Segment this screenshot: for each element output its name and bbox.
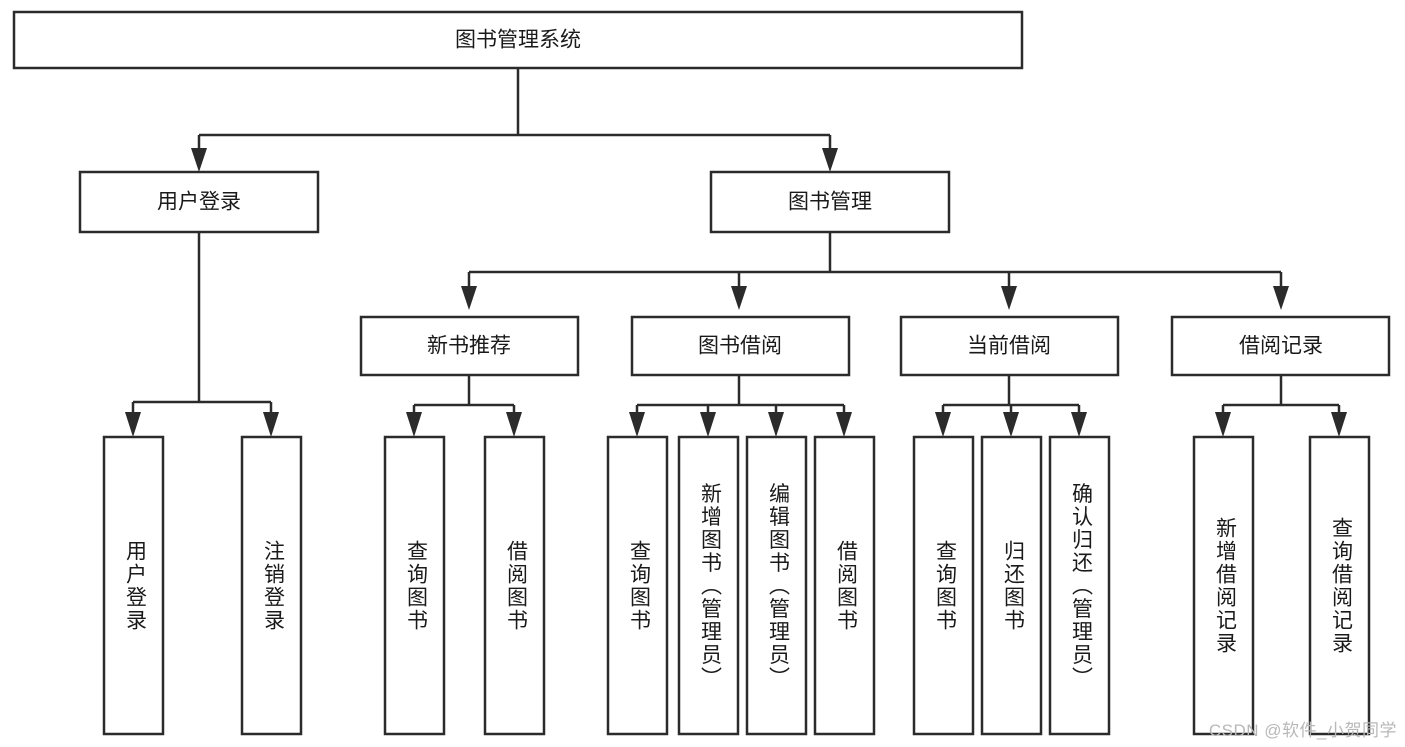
leaf-label-borrow-book: 借阅图书	[834, 540, 858, 632]
node-borrow-record-box[interactable]	[1170, 315, 1391, 377]
node-user-login-label: 用户登录	[157, 191, 241, 214]
leaf-label-borrow-books-recommend: 借阅图书	[504, 540, 528, 632]
leaf-box-add-book-admin[interactable]	[677, 435, 740, 736]
leaf-label-query-books-borrow: 查询图书	[627, 540, 651, 632]
node-book-borrow-box[interactable]	[630, 315, 851, 377]
leaf-box-logout[interactable]	[240, 435, 303, 736]
connector-borrowrecord-to-leaves	[1215, 375, 1347, 437]
connector-userlogin-to-leaves	[125, 232, 279, 437]
connector-bookmgmt-to-level3	[461, 232, 1289, 310]
node-book-borrow[interactable]: 图书借阅	[630, 315, 851, 377]
node-root-box[interactable]	[12, 10, 1024, 70]
leaf-label-query-books-recommend: 查询图书	[404, 540, 428, 632]
leaf-box-query-books-recommend[interactable]	[383, 435, 446, 736]
leaf-box-confirm-return-admin[interactable]	[1048, 435, 1111, 736]
leaf-box-query-borrow-record[interactable]	[1308, 435, 1371, 736]
node-current-borrow-label: 当前借阅	[967, 335, 1051, 358]
leaf-box-borrow-book[interactable]	[813, 435, 876, 736]
leaf-label-add-book-admin: 新增图书（管理员）	[698, 483, 722, 690]
leaf-box-user-login[interactable]	[102, 435, 165, 736]
leaf-box-edit-book-admin[interactable]	[745, 435, 808, 736]
node-root-label: 图书管理系统	[455, 29, 581, 52]
connector-currentborrow-to-leaves	[935, 375, 1087, 437]
node-root[interactable]: 图书管理系统	[12, 10, 1024, 70]
node-user-login[interactable]: 用户登录	[78, 170, 320, 234]
leaf-label-query-books-current: 查询图书	[933, 540, 957, 632]
leaf-label-query-borrow-record: 查询借阅记录	[1329, 517, 1353, 655]
leaf-label-edit-book-admin: 编辑图书（管理员）	[766, 483, 790, 690]
leaf-label-confirm-return-admin: 确认归还（管理员）	[1069, 483, 1093, 690]
leaf-boxes	[102, 435, 1371, 736]
connector-root-to-level2	[191, 68, 838, 172]
connector-bookborrow-to-leaves	[629, 375, 852, 437]
leaf-labels: 用户登录 注销登录 查询图书 借阅图书 查询图书 新增图书（管理员） 编辑图书（…	[123, 483, 1353, 690]
leaf-label-return-book: 归还图书	[1001, 540, 1025, 632]
node-book-borrow-label: 图书借阅	[698, 335, 782, 358]
leaf-box-return-book[interactable]	[980, 435, 1043, 736]
connector-newbook-to-leaves	[406, 375, 522, 437]
node-book-management[interactable]: 图书管理	[709, 170, 951, 234]
node-user-login-box[interactable]	[78, 170, 320, 234]
node-new-book-recommend-label: 新书推荐	[427, 335, 511, 358]
leaf-box-query-books-current[interactable]	[912, 435, 975, 736]
leaf-label-add-borrow-record: 新增借阅记录	[1213, 517, 1237, 655]
node-book-management-label: 图书管理	[788, 191, 872, 214]
node-book-management-box[interactable]	[709, 170, 951, 234]
leaf-box-borrow-books-recommend[interactable]	[483, 435, 546, 736]
node-new-book-recommend-box[interactable]	[359, 315, 580, 377]
node-new-book-recommend[interactable]: 新书推荐	[359, 315, 580, 377]
leaf-label-user-login: 用户登录	[123, 540, 147, 632]
leaf-label-logout: 注销登录	[261, 540, 285, 632]
node-current-borrow-box[interactable]	[899, 315, 1120, 377]
leaf-box-query-books-borrow[interactable]	[606, 435, 669, 736]
node-current-borrow[interactable]: 当前借阅	[899, 315, 1120, 377]
node-borrow-record-label: 借阅记录	[1239, 335, 1323, 358]
node-borrow-record[interactable]: 借阅记录	[1170, 315, 1391, 377]
leaf-box-add-borrow-record[interactable]	[1192, 435, 1255, 736]
